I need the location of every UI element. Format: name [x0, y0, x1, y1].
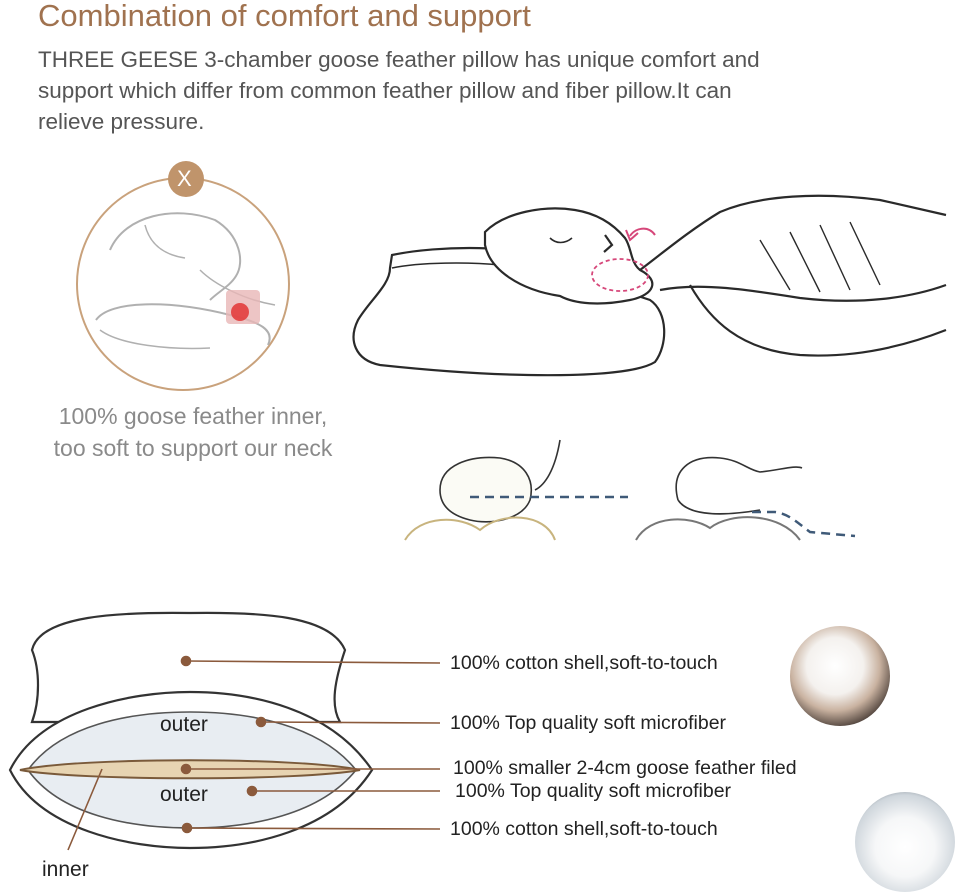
caption-line: too soft to support our neck: [53, 435, 333, 461]
intro-line: THREE GEESE 3-chamber goose feather pill…: [38, 47, 760, 72]
microfiber-label: 100% Top quality soft microfiber: [455, 780, 732, 802]
cotton-shell-label: 100% cotton shell,soft-to-touch: [450, 818, 718, 840]
intro-line: support which differ from common feather…: [38, 78, 732, 103]
outer-bottom-label: outer: [160, 783, 208, 806]
alignment-comparison: [404, 439, 856, 541]
caption-line: 100% goose feather inner,: [58, 403, 328, 429]
bad-example-caption: 100% goose feather inner, too soft to su…: [28, 400, 358, 464]
sleeping-person-illustration: [352, 194, 947, 377]
pillow-cross-section: [8, 611, 374, 850]
inner-label: inner: [42, 858, 89, 881]
leader-lines: [67, 655, 441, 851]
page-title: Combination of comfort and support: [38, 0, 531, 33]
bad-example-illustration: [76, 161, 290, 391]
microfiber-label: 100% Top quality soft microfiber: [450, 712, 727, 734]
cotton-shell-label: 100% cotton shell,soft-to-touch: [450, 652, 718, 674]
intro-line: relieve pressure.: [38, 109, 205, 134]
goose-feather-photo: [790, 626, 890, 726]
outer-top-label: outer: [160, 713, 208, 736]
microfiber-photo: [855, 792, 955, 892]
intro-text: THREE GEESE 3-chamber goose feather pill…: [38, 44, 918, 137]
bad-badge: X: [177, 166, 192, 191]
goose-feather-label: 100% smaller 2-4cm goose feather filed: [453, 757, 797, 779]
